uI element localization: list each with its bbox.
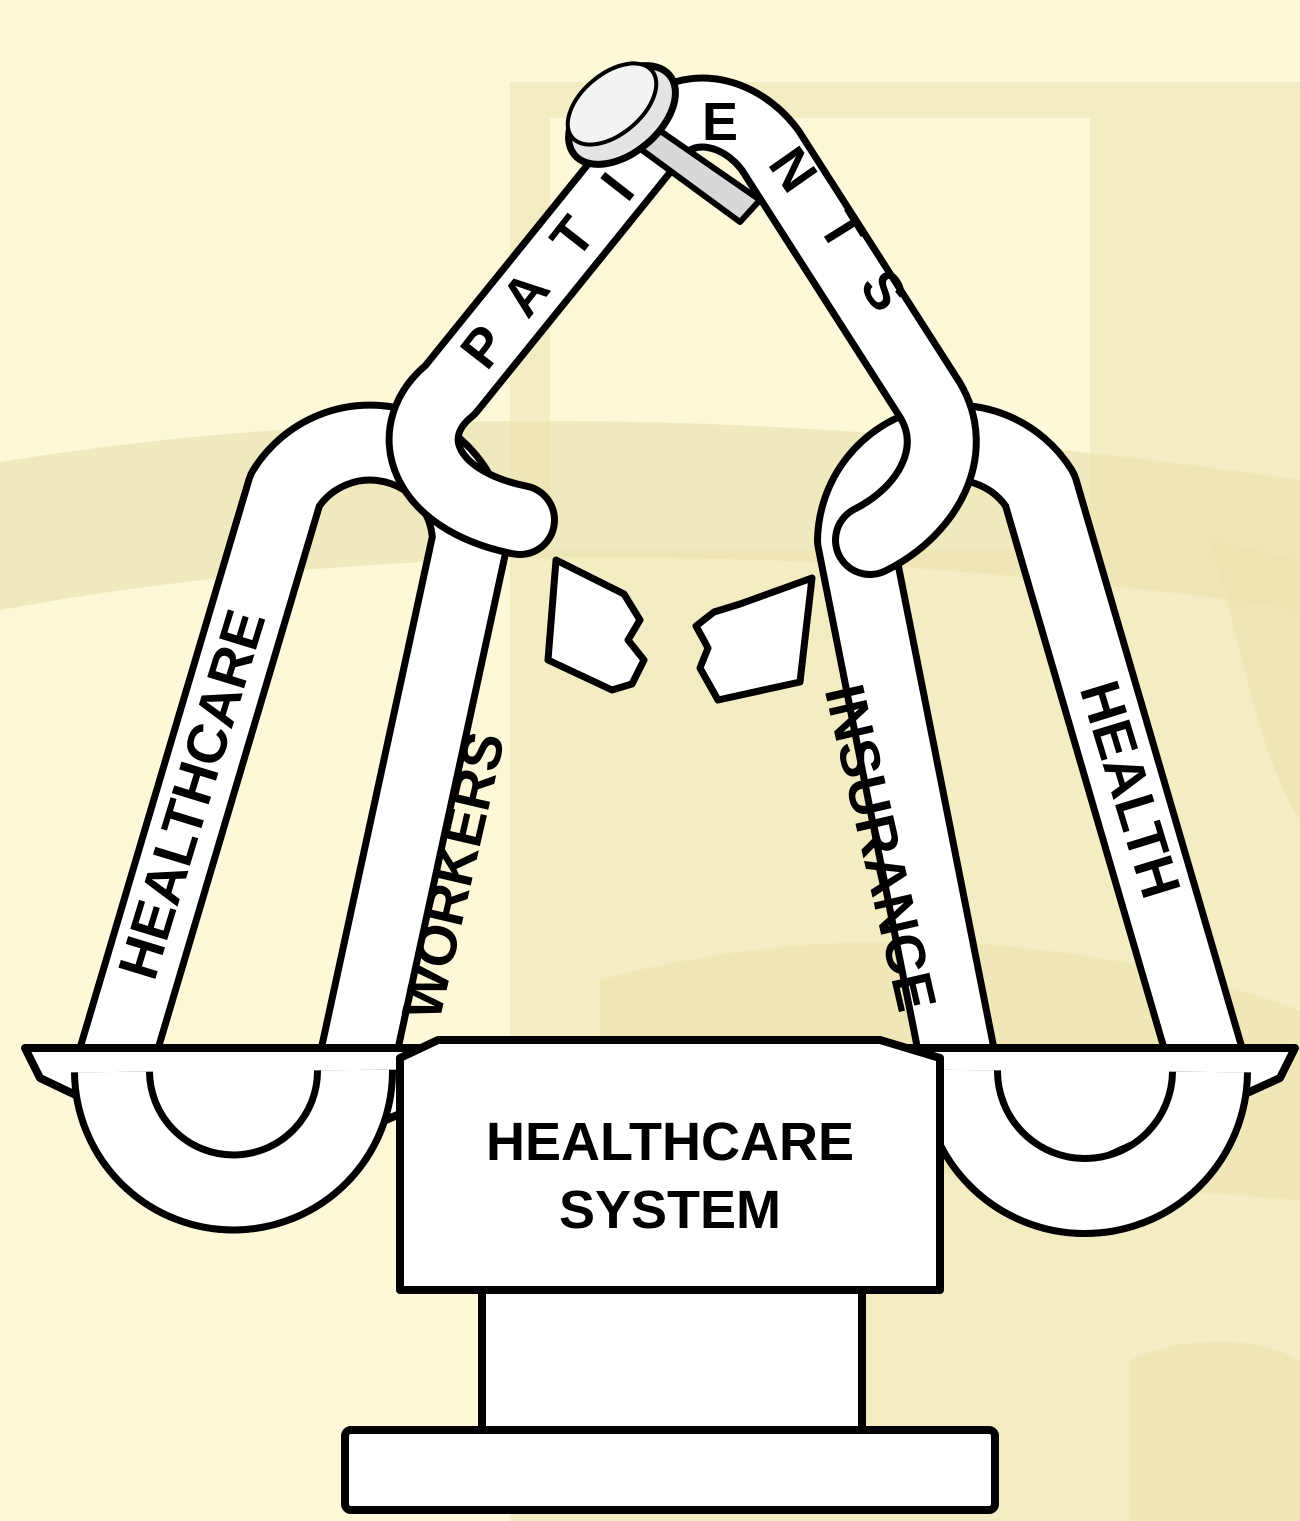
label-healthcare-system-line1: HEALTHCARE [486, 1112, 854, 1172]
label-healthcare-system-line2: SYSTEM [559, 1180, 781, 1240]
balance-scale-icon [345, 1040, 995, 1510]
label-patients-letter: E [702, 92, 738, 152]
